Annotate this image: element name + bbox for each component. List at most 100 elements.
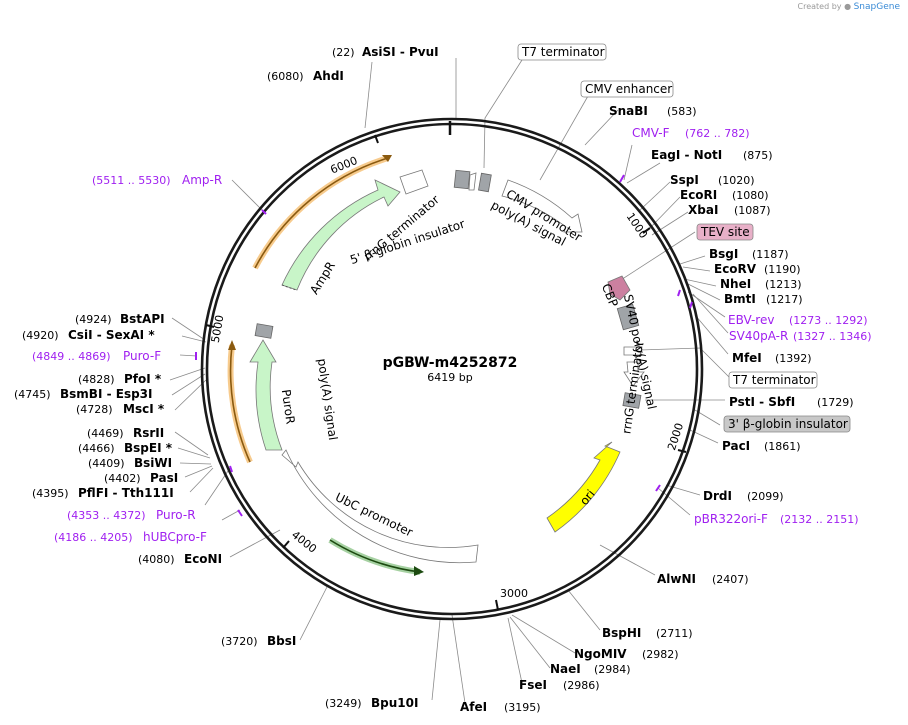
enzyme-bpu10i-pos: (3249) (325, 697, 362, 710)
enzyme-psti-sbfi[interactable]: PstI - SbfI (729, 395, 795, 409)
primer-pbr322ori-f-range: (2132 .. 2151) (780, 513, 859, 526)
enzyme-ngomiv[interactable]: NgoMIV (574, 647, 627, 661)
cmv-promoter-arrow[interactable] (501, 179, 583, 233)
tick-label-4000: 4000 (289, 528, 319, 555)
primer-cmv-f[interactable]: CMV-F (632, 126, 670, 140)
primer-ebv-rev[interactable]: EBV-rev (728, 313, 774, 327)
enzyme-pflfi-tth111i-pos: (4395) (32, 487, 69, 500)
enzyme-fsei[interactable]: FseI (519, 678, 547, 692)
rrng-terminator-top-arrow[interactable] (399, 169, 429, 195)
enzyme-ecori-pos: (1080) (732, 189, 769, 202)
enzyme-bsmbi-esp3i-pos: (4745) (14, 388, 51, 401)
enzyme-bspei[interactable]: BspEI * (124, 441, 173, 455)
insulator-5-block[interactable] (453, 169, 471, 190)
enzyme-bpu10i[interactable]: Bpu10I (371, 696, 418, 710)
enzyme-bsphi-pos: (2711) (656, 627, 693, 640)
enzyme-msci-pos: (4728) (76, 403, 113, 416)
insulator-3-label: 3' β-globin insulator (728, 417, 848, 431)
enzyme-pflfi-tth111i[interactable]: PflFI - Tth111I (78, 486, 174, 500)
enzyme-psti-sbfi-pos: (1729) (817, 396, 854, 409)
t7-terminator-top-box (517, 43, 607, 61)
enzyme-csii-sexai[interactable]: CsiI - SexAI * (68, 328, 155, 342)
enzymes-left: (22) AsiSI - PvuI (6080) AhdI (4924) Bst… (14, 45, 439, 710)
ubc-orf-line (329, 539, 421, 573)
enzymes-right: SnaBI (583) EagI - NotI (875) SspI (1020… (460, 104, 854, 714)
primer-hubcpro-f[interactable]: hUBCpro-F (143, 530, 207, 544)
ampr-orf-arrow (382, 155, 392, 162)
t7-terminator-right-arrow[interactable] (623, 346, 643, 356)
enzyme-bbsi-pos: (3720) (221, 635, 258, 648)
cmv-enhancer-block[interactable] (478, 172, 492, 193)
enzyme-pfoi[interactable]: PfoI * (124, 372, 162, 386)
enzyme-paci-pos: (1861) (764, 440, 801, 453)
plasmid-size: 6419 bp (427, 371, 472, 384)
enzyme-drdi[interactable]: DrdI (703, 489, 732, 503)
enzyme-drdi-pos: (2099) (747, 490, 784, 503)
cmv-enhancer-label: CMV enhancer (585, 82, 672, 96)
ebv-block[interactable] (616, 303, 640, 331)
tick-label-3000: 3000 (500, 587, 528, 600)
enzyme-mfei-pos: (1392) (775, 352, 812, 365)
credit-prefix: Created by (797, 2, 842, 11)
ubc-promoter-arrow[interactable] (281, 449, 479, 564)
enzyme-bbsi[interactable]: BbsI (267, 634, 296, 648)
enzyme-ecori[interactable]: EcoRI (680, 188, 717, 202)
primer-amp-r[interactable]: Amp-R (182, 173, 222, 187)
snapgene-logo-icon: ● (844, 2, 852, 11)
tev-site-label: TEV site (700, 225, 750, 239)
enzyme-msci[interactable]: MscI * (123, 402, 165, 416)
primer-sv40pa-r[interactable]: SV40pA-R (729, 329, 788, 343)
primer-puro-f[interactable]: Puro-F (123, 349, 161, 363)
enzyme-bspei-pos: (4466) (78, 442, 115, 455)
enzyme-bsgi[interactable]: BsgI (709, 247, 738, 261)
enzyme-asisi-pvui[interactable]: AsiSI - PvuI (362, 45, 439, 59)
puror-feature[interactable] (249, 339, 283, 451)
label-puror: PuroR (279, 388, 298, 425)
enzyme-pasi[interactable]: PasI (150, 471, 178, 485)
enzyme-afei-pos: (3195) (504, 701, 541, 714)
t7-terminator-right-label: T7 terminator (732, 373, 816, 387)
enzyme-nhei[interactable]: NheI (720, 277, 751, 291)
enzyme-alwni[interactable]: AlwNI (657, 572, 696, 586)
primer-pbr322ori-f[interactable]: pBR322ori-F (694, 512, 768, 526)
primer-amp-r-range: (5511 .. 5530) (92, 174, 171, 187)
enzyme-xbai[interactable]: XbaI (688, 203, 718, 217)
ori-feature[interactable] (546, 441, 621, 533)
enzyme-econi[interactable]: EcoNI (184, 552, 222, 566)
primer-puro-r[interactable]: Puro-R (156, 508, 196, 522)
enzyme-bsphi[interactable]: BspHI (602, 626, 641, 640)
enzyme-sspi[interactable]: SspI (670, 173, 699, 187)
enzyme-naei[interactable]: NaeI (550, 662, 581, 676)
insulator-3-block[interactable] (622, 392, 642, 409)
enzyme-rsrii[interactable]: RsrII (133, 426, 164, 440)
ubc-orf-arrow (414, 566, 424, 576)
enzyme-econi-pos: (4080) (138, 553, 175, 566)
enzyme-fsei-pos: (2986) (563, 679, 600, 692)
primer-sv40pa-r-range: (1327 .. 1346) (793, 330, 872, 343)
rrng-terminator-right-arrow[interactable] (623, 361, 645, 387)
enzyme-mfei[interactable]: MfeI (732, 351, 762, 365)
enzyme-afei[interactable]: AfeI (460, 700, 487, 714)
enzyme-ahdi[interactable]: AhdI (313, 69, 344, 83)
enzyme-ngomiv-pos: (2982) (642, 648, 679, 661)
enzyme-snabi[interactable]: SnaBI (609, 104, 648, 118)
enzyme-snabi-pos: (583) (667, 105, 697, 118)
tick-label-1000: 1000 (624, 210, 650, 240)
t7-terminator-top-arrow[interactable] (468, 172, 477, 191)
enzyme-eagi-noti[interactable]: EagI - NotI (651, 148, 722, 162)
enzyme-bstapi[interactable]: BstAPI (120, 312, 165, 326)
polya-left-block[interactable] (254, 323, 274, 339)
label-polya-left: poly(A) signal (315, 358, 340, 441)
primer-labels: CMV-F (762 .. 782) EBV-rev (1273 .. 1292… (32, 126, 872, 544)
primer-ebv-rev-range: (1273 .. 1292) (789, 314, 868, 327)
enzyme-bmti[interactable]: BmtI (724, 292, 756, 306)
enzyme-bsmbi-esp3i[interactable]: BsmBI - Esp3I (60, 387, 152, 401)
cbp-feature[interactable] (607, 275, 631, 301)
enzyme-bsiwi[interactable]: BsiWI (134, 456, 172, 470)
enzyme-ecorv[interactable]: EcoRV (714, 262, 757, 276)
enzyme-paci[interactable]: PacI (722, 439, 750, 453)
backbone-inner (205, 122, 699, 616)
ampr-feature[interactable] (281, 179, 401, 291)
t7-terminator-top-label: T7 terminator (521, 45, 605, 59)
enzyme-nhei-pos: (1213) (765, 278, 802, 291)
